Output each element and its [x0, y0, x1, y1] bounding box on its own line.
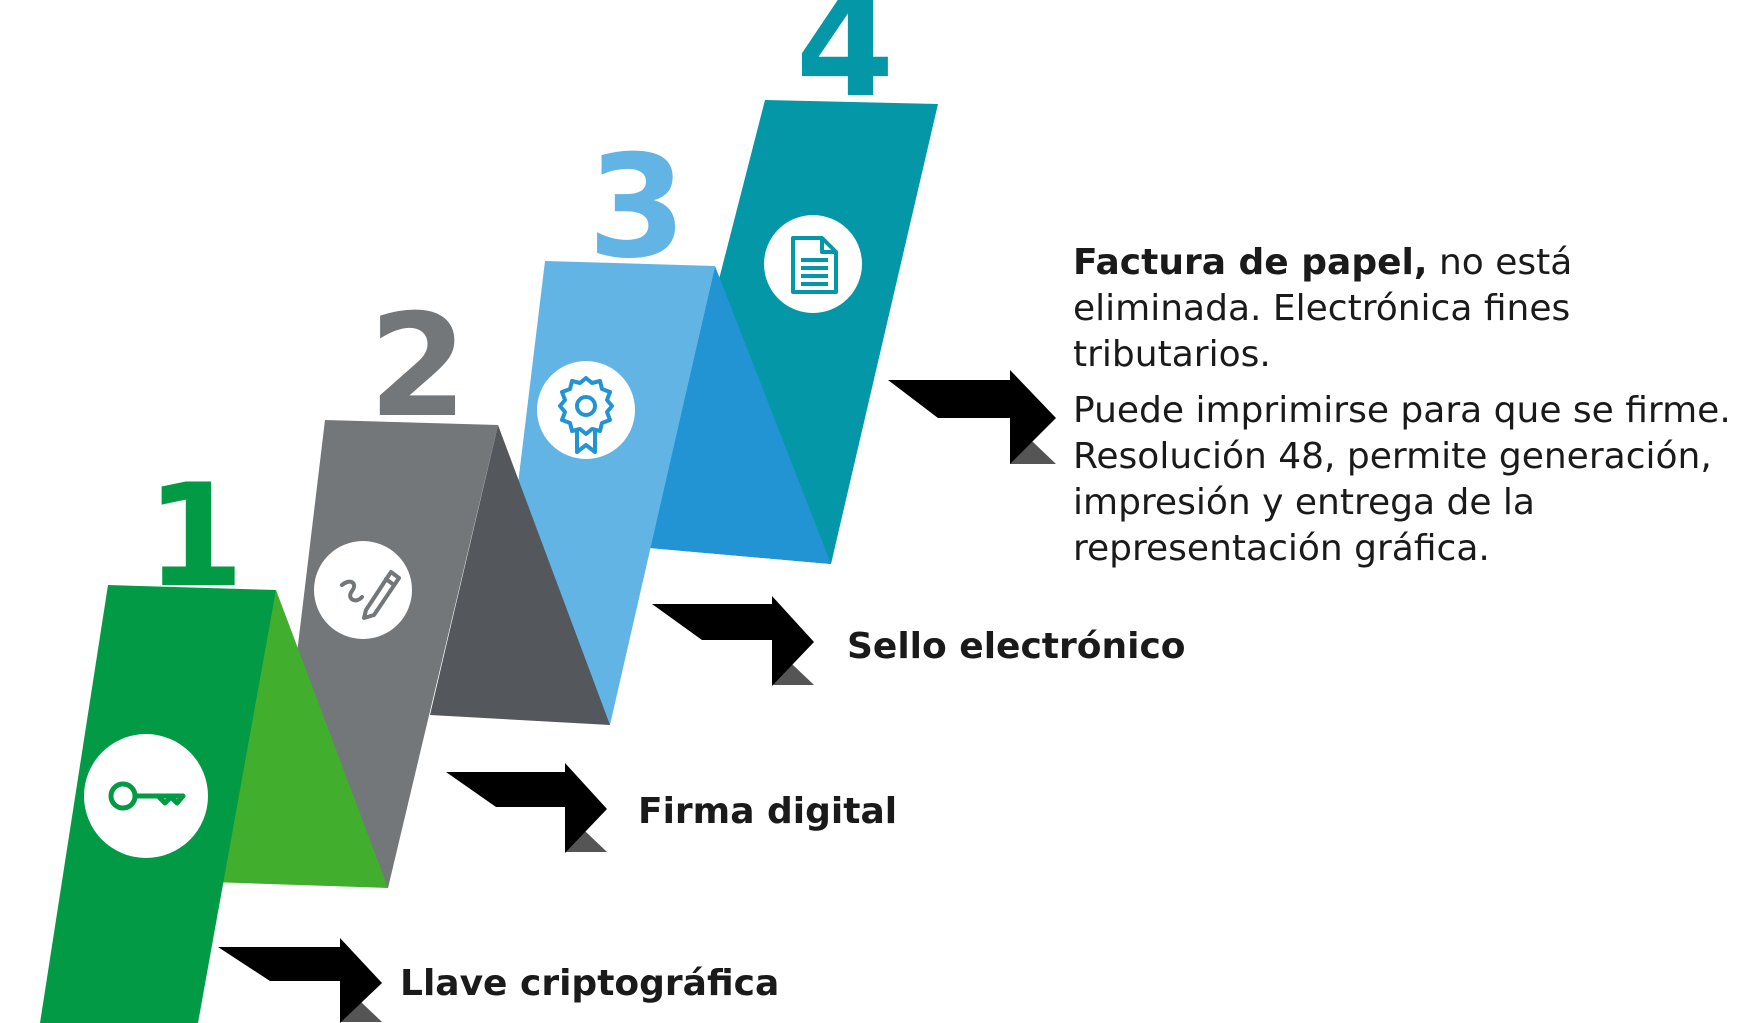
description-lead-rest: no está eliminada. Electrónica fines tri…: [1073, 242, 1573, 375]
step-1: 1: [40, 454, 388, 1023]
step-4-description: Factura de papel, no está eliminada. Ele…: [1073, 240, 1760, 572]
arrow-step-1: [218, 938, 382, 1023]
document-icon: [791, 236, 838, 294]
step-2-label: Firma digital: [638, 791, 897, 832]
step-4-icon-circle: [764, 215, 862, 313]
arrow-step-4: [888, 370, 1056, 464]
step-2-number: 2: [369, 284, 468, 449]
description-bold-lead: Factura de papel,: [1073, 242, 1428, 283]
arrow-step-3: [652, 596, 814, 686]
step-2-side: [430, 425, 610, 725]
arrow-step-2: [446, 763, 607, 853]
description-paragraph-1: Factura de papel, no está eliminada. Ele…: [1073, 240, 1760, 378]
key-icon: [108, 781, 186, 811]
step-1-side: [210, 590, 388, 888]
certificate-seal-icon: [558, 376, 614, 454]
step-3-icon-circle: [537, 361, 635, 459]
description-paragraph-2: Puede imprimirse para que se firme. Reso…: [1073, 390, 1731, 569]
step-3-number: 3: [588, 125, 687, 290]
step-1-label: Llave criptográfica: [400, 963, 779, 1004]
signature-pen-icon: [340, 570, 401, 620]
step-2-icon-circle: [314, 541, 412, 639]
step-3-side: [650, 266, 831, 564]
step-3-label: Sello electrónico: [847, 626, 1186, 667]
